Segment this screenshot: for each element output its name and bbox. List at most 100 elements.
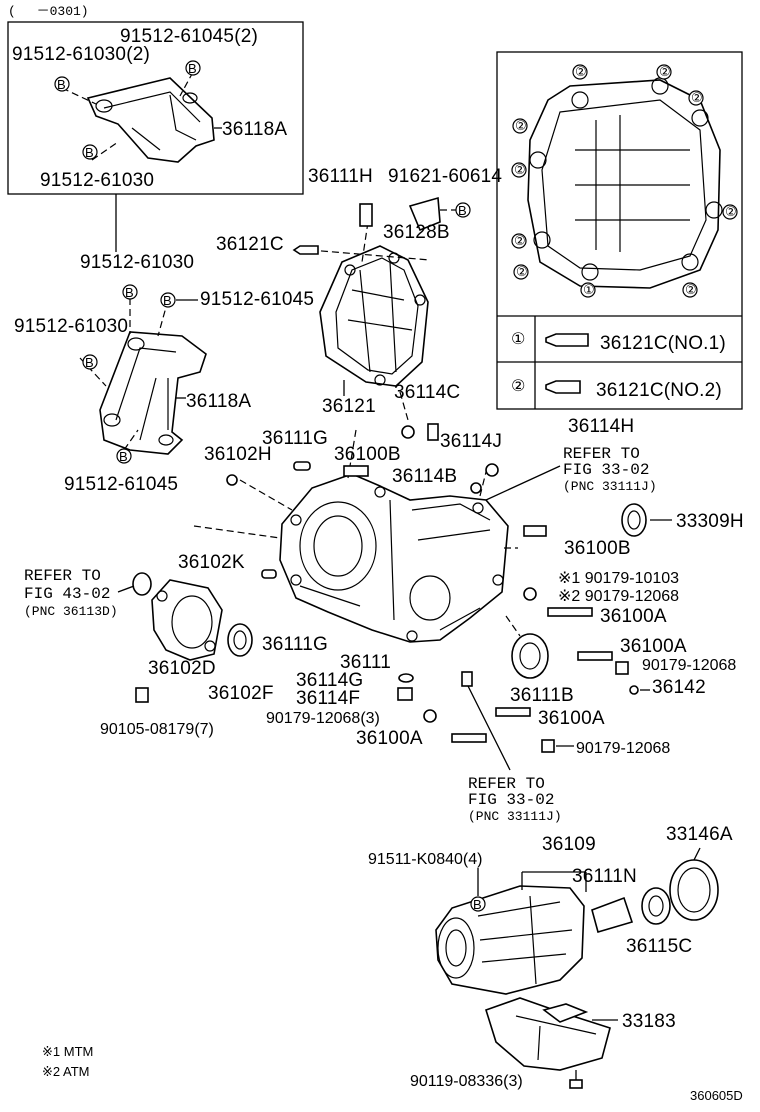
- part-label-p2[interactable]: 91512-61030(2): [12, 44, 150, 65]
- callout-num2-c: ②: [688, 90, 704, 106]
- part-label-p33[interactable]: 36111: [340, 652, 391, 673]
- inset-box-topleft: ( －0301): [7, 4, 304, 195]
- part-label-p7[interactable]: 91512-61030: [14, 316, 128, 337]
- part-label-p29[interactable]: 90179-12068: [642, 657, 736, 674]
- part-label-p30[interactable]: 36111G: [262, 634, 328, 655]
- callout-num2-i: ②: [682, 282, 698, 298]
- part-label-p37[interactable]: 36100A: [356, 728, 423, 749]
- refer-a-line1: REFER TO: [563, 445, 640, 463]
- note-mtm: ※1 MTM: [42, 1044, 93, 1059]
- part-label-p34[interactable]: 36114G: [296, 670, 363, 691]
- part-label-p3[interactable]: 36118A: [222, 119, 287, 140]
- part-label-p17[interactable]: 36100B: [334, 444, 401, 465]
- legend-row2-part[interactable]: 36121C(NO.2): [596, 380, 722, 401]
- part-label-p26[interactable]: ※2 90179-12068: [558, 588, 679, 605]
- stud-36100b-top: [343, 465, 369, 477]
- part-label-p13[interactable]: 36121C: [216, 234, 284, 255]
- part-label-p8[interactable]: 36118A: [186, 391, 251, 412]
- part-label-p9[interactable]: 91512-61045: [64, 474, 178, 495]
- svg-text:B: B: [125, 285, 134, 300]
- dust-deflector-33146a: [669, 847, 719, 921]
- part-label-p14[interactable]: 36121: [322, 396, 376, 417]
- refer-block-c: REFER TO FIG 33-02 (PNC 33111J): [467, 685, 562, 824]
- part-label-p15[interactable]: 36114C: [394, 382, 460, 403]
- refer-block-a: REFER TO FIG 33-02 (PNC 33111J): [485, 445, 657, 501]
- part-label-p12[interactable]: 36128B: [383, 222, 450, 243]
- part-label-p35[interactable]: 36114F: [296, 688, 360, 709]
- part-label-p43[interactable]: 36109: [542, 834, 596, 855]
- svg-text:②: ②: [514, 162, 526, 177]
- svg-text:B: B: [163, 293, 172, 308]
- shield-33183: [485, 997, 611, 1089]
- svg-text:②: ②: [685, 282, 697, 297]
- svg-text:②: ②: [659, 64, 671, 79]
- part-label-p11[interactable]: 91621-60614: [388, 166, 502, 187]
- refer-c-line2[interactable]: FIG 33-02: [468, 791, 554, 809]
- part-label-p48[interactable]: 33183: [622, 1011, 676, 1032]
- part-label-p28[interactable]: 36100A: [620, 636, 687, 657]
- bolt-mark-6: B: [82, 354, 98, 370]
- part-label-p10[interactable]: 36111H: [308, 166, 373, 187]
- svg-text:B: B: [119, 449, 128, 464]
- part-label-p20[interactable]: 36102H: [204, 444, 272, 465]
- part-label-p6[interactable]: 91512-61045: [200, 289, 314, 310]
- part-label-p24[interactable]: 36102K: [178, 552, 245, 573]
- washer-36114g: [398, 673, 414, 683]
- refer-block-b: REFER TO FIG 43-02 (PNC 36113D): [24, 567, 135, 619]
- part-label-p27[interactable]: 36100A: [600, 606, 667, 627]
- svg-text:B: B: [85, 145, 94, 160]
- bushing-36111n: [591, 896, 634, 933]
- diagram-code: 360605D: [690, 1088, 743, 1103]
- refer-b-line3: (PNC 36113D): [24, 604, 118, 619]
- part-label-p41[interactable]: 90179-12068: [576, 740, 670, 757]
- part-label-p42[interactable]: 90105-08179(7): [100, 721, 214, 738]
- bolt-mark-7: B: [116, 448, 132, 464]
- part-label-p36[interactable]: 90179-12068(3): [266, 710, 380, 727]
- part-label-p16[interactable]: 36111G: [262, 428, 328, 449]
- part-label-p4[interactable]: 91512-61030: [40, 170, 154, 191]
- part-label-p49[interactable]: 90119-08336(3): [410, 1073, 523, 1090]
- part-label-p39[interactable]: 36142: [652, 677, 706, 698]
- part-label-p25[interactable]: ※1 90179-10103: [558, 570, 679, 587]
- bolt-mark-8: B: [455, 202, 471, 218]
- oring-36113d: [132, 572, 152, 596]
- part-label-p38[interactable]: 36111B: [510, 685, 574, 706]
- bolt-mark-2: B: [185, 60, 201, 76]
- svg-text:B: B: [458, 203, 467, 218]
- part-label-p5[interactable]: 91512-61030: [80, 252, 194, 273]
- part-label-p47[interactable]: 36115C: [626, 936, 692, 957]
- pin-36111g-top: [293, 461, 311, 471]
- part-label-p45[interactable]: 91511-K0840(4): [368, 851, 482, 868]
- svg-text:①: ①: [583, 282, 595, 297]
- plug-36114j: [485, 463, 499, 477]
- stud-36111h: [359, 203, 373, 227]
- refer-a-line2[interactable]: FIG 33-02: [563, 461, 649, 479]
- part-label-p32[interactable]: 36102F: [208, 683, 274, 704]
- stud-36100a-mid: [495, 707, 531, 717]
- refer-b-line2[interactable]: FIG 43-02: [24, 585, 110, 603]
- svg-text:B: B: [188, 61, 197, 76]
- part-label-p44[interactable]: 33146A: [666, 824, 733, 845]
- callout-num2-h: ②: [513, 264, 529, 280]
- part-label-p23[interactable]: 36100B: [564, 538, 631, 559]
- svg-text:B: B: [57, 77, 66, 92]
- part-label-p40[interactable]: 36100A: [538, 708, 605, 729]
- refer-c-line1: REFER TO: [468, 775, 545, 793]
- part-label-p21[interactable]: 36114B: [392, 466, 457, 487]
- nut-90179-set: [423, 709, 437, 723]
- part-label-p18[interactable]: 36114J: [440, 431, 502, 452]
- part-label-p19[interactable]: 36114H: [568, 416, 634, 437]
- part-label-p31[interactable]: 36102D: [148, 658, 216, 679]
- refer-b-line1: REFER TO: [24, 567, 101, 585]
- refer-c-line3: (PNC 33111J): [468, 809, 562, 824]
- part-label-p1[interactable]: 91512-61045(2): [120, 26, 258, 47]
- bolt-mark-3: B: [82, 144, 98, 160]
- svg-text:②: ②: [575, 64, 587, 79]
- callout-num1-a: ①: [580, 282, 596, 298]
- part-label-p46[interactable]: 36111N: [572, 866, 637, 887]
- legend-row1-part[interactable]: 36121C(NO.1): [600, 333, 726, 354]
- oil-seal-36115c: [641, 887, 671, 925]
- housing-36102d: [151, 579, 223, 661]
- part-label-p22[interactable]: 33309H: [676, 511, 744, 532]
- bracket-36128b: [408, 196, 441, 232]
